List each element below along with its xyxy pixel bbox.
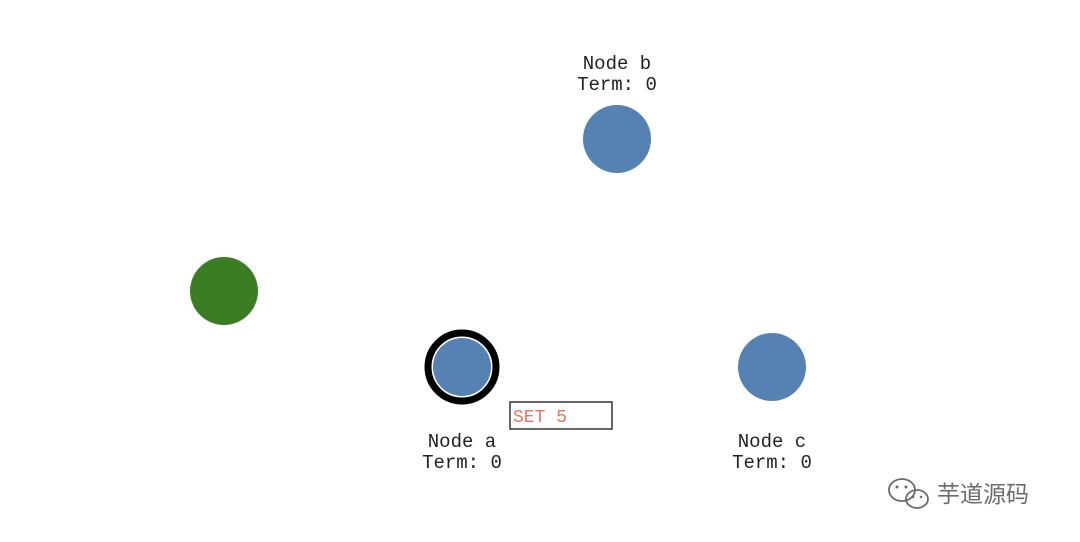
wechat-icon: [888, 478, 929, 509]
node-a: Node a Term: 0: [422, 329, 502, 474]
node-b-term: Term: 0: [577, 74, 657, 96]
client-circle: [190, 257, 258, 325]
watermark-text: 芋道源码: [937, 482, 1029, 508]
command-text: SET 5: [513, 408, 567, 428]
watermark: 芋道源码: [888, 478, 1029, 509]
node-a-highlight-ring: [424, 329, 500, 405]
node-a-circle: [433, 338, 491, 396]
node-b: Node b Term: 0: [577, 53, 657, 173]
node-b-circle: [583, 105, 651, 173]
node-a-name: Node a: [428, 431, 496, 453]
node-a-term: Term: 0: [422, 452, 502, 474]
node-b-name: Node b: [583, 53, 651, 75]
node-c-circle: [738, 333, 806, 401]
node-c: Node c Term: 0: [732, 333, 812, 474]
command-message: SET 5: [509, 401, 613, 430]
node-c-name: Node c: [738, 431, 806, 453]
command-box: [509, 401, 613, 430]
node-c-term: Term: 0: [732, 452, 812, 474]
